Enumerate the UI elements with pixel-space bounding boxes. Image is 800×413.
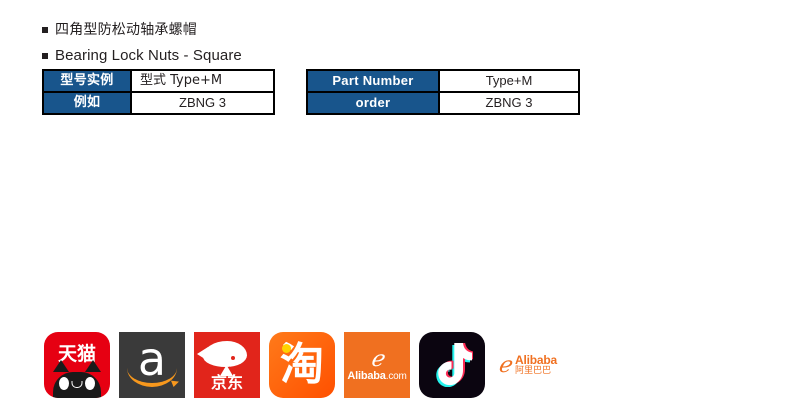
table-header-cell: Part Number	[306, 69, 440, 93]
heading-chinese: 四角型防松动轴承螺帽	[42, 22, 197, 38]
table-value-cell: ZBNG 3	[130, 91, 275, 115]
tmall-logo-label: 天猫	[57, 343, 96, 365]
jd-dog-mouth-icon	[229, 362, 239, 370]
tiktok-logo	[419, 332, 485, 398]
table-header-cell: 例如	[42, 91, 132, 115]
heading-chinese-label: 四角型防松动轴承螺帽	[55, 22, 197, 38]
table-header-cell: order	[306, 91, 440, 115]
tmall-cat-ear-right-icon	[85, 360, 101, 372]
heading-english: Bearing Lock Nuts - Square	[42, 47, 242, 64]
table-row: 例如 ZBNG 3	[42, 91, 275, 115]
jd-dog-tail-icon	[197, 347, 208, 361]
table-value-cell: ZBNG 3	[438, 91, 580, 115]
model-example-table-cn: 型号实例 型式 Type+M 例如 ZBNG 3	[42, 69, 275, 115]
heading-english-label: Bearing Lock Nuts - Square	[55, 47, 242, 64]
tmall-cat-face-icon	[53, 372, 101, 398]
amazon-logo: a	[119, 332, 185, 398]
tmall-logo: 天猫	[44, 332, 110, 398]
marketplace-logo-strip: 天猫 a 京东 淘 ℯ Alibaba.com	[44, 332, 590, 398]
alibaba-group-wordmark-cn: 阿里巴巴	[515, 366, 552, 376]
square-bullet-icon	[42, 27, 48, 33]
tiktok-music-note-icon	[436, 343, 473, 387]
alibaba-group-wordmark: Alibaba	[515, 353, 557, 367]
alibaba-group-labels: Alibaba 阿里巴巴	[515, 354, 557, 376]
jd-dog-eye-icon	[231, 356, 235, 360]
table-header-cell: 型号实例	[42, 69, 132, 93]
table-row: order ZBNG 3	[306, 91, 580, 115]
amazon-smile-arrow-icon	[127, 368, 177, 387]
alibaba-com-tld: .com	[385, 371, 407, 382]
table-row: 型号实例 型式 Type+M	[42, 69, 275, 93]
tmall-cat-ear-left-icon	[53, 360, 69, 372]
alibaba-com-logo-label: Alibaba.com	[344, 370, 410, 382]
part-number-table-en: Part Number Type+M order ZBNG 3	[306, 69, 580, 115]
square-bullet-icon	[42, 53, 48, 59]
jd-dog-head-icon	[203, 341, 247, 370]
tmall-cat-nose-icon	[71, 381, 83, 388]
tmall-cat-eye-right-icon	[85, 377, 95, 390]
taobao-logo-label: 淘	[280, 339, 324, 390]
alibaba-com-wordmark: Alibaba	[347, 370, 386, 382]
tmall-cat-eye-left-icon	[59, 377, 69, 390]
taobao-logo: 淘	[269, 332, 335, 398]
taobao-dot-icon	[282, 344, 291, 353]
table-value-cell: 型式 Type+M	[130, 69, 275, 93]
alibaba-com-logo: ℯ Alibaba.com	[344, 332, 410, 398]
alibaba-group-logo: ℯ Alibaba 阿里巴巴	[494, 332, 590, 398]
table-row: Part Number Type+M	[306, 69, 580, 93]
jd-logo-label: 京东	[210, 373, 243, 392]
alibaba-group-swirl-icon: ℯ	[498, 352, 512, 377]
jd-logo: 京东	[194, 332, 260, 398]
jd-dog-body-icon	[220, 365, 233, 376]
alibaba-swirl-icon: ℯ	[370, 346, 384, 371]
table-value-cell: Type+M	[438, 69, 580, 93]
